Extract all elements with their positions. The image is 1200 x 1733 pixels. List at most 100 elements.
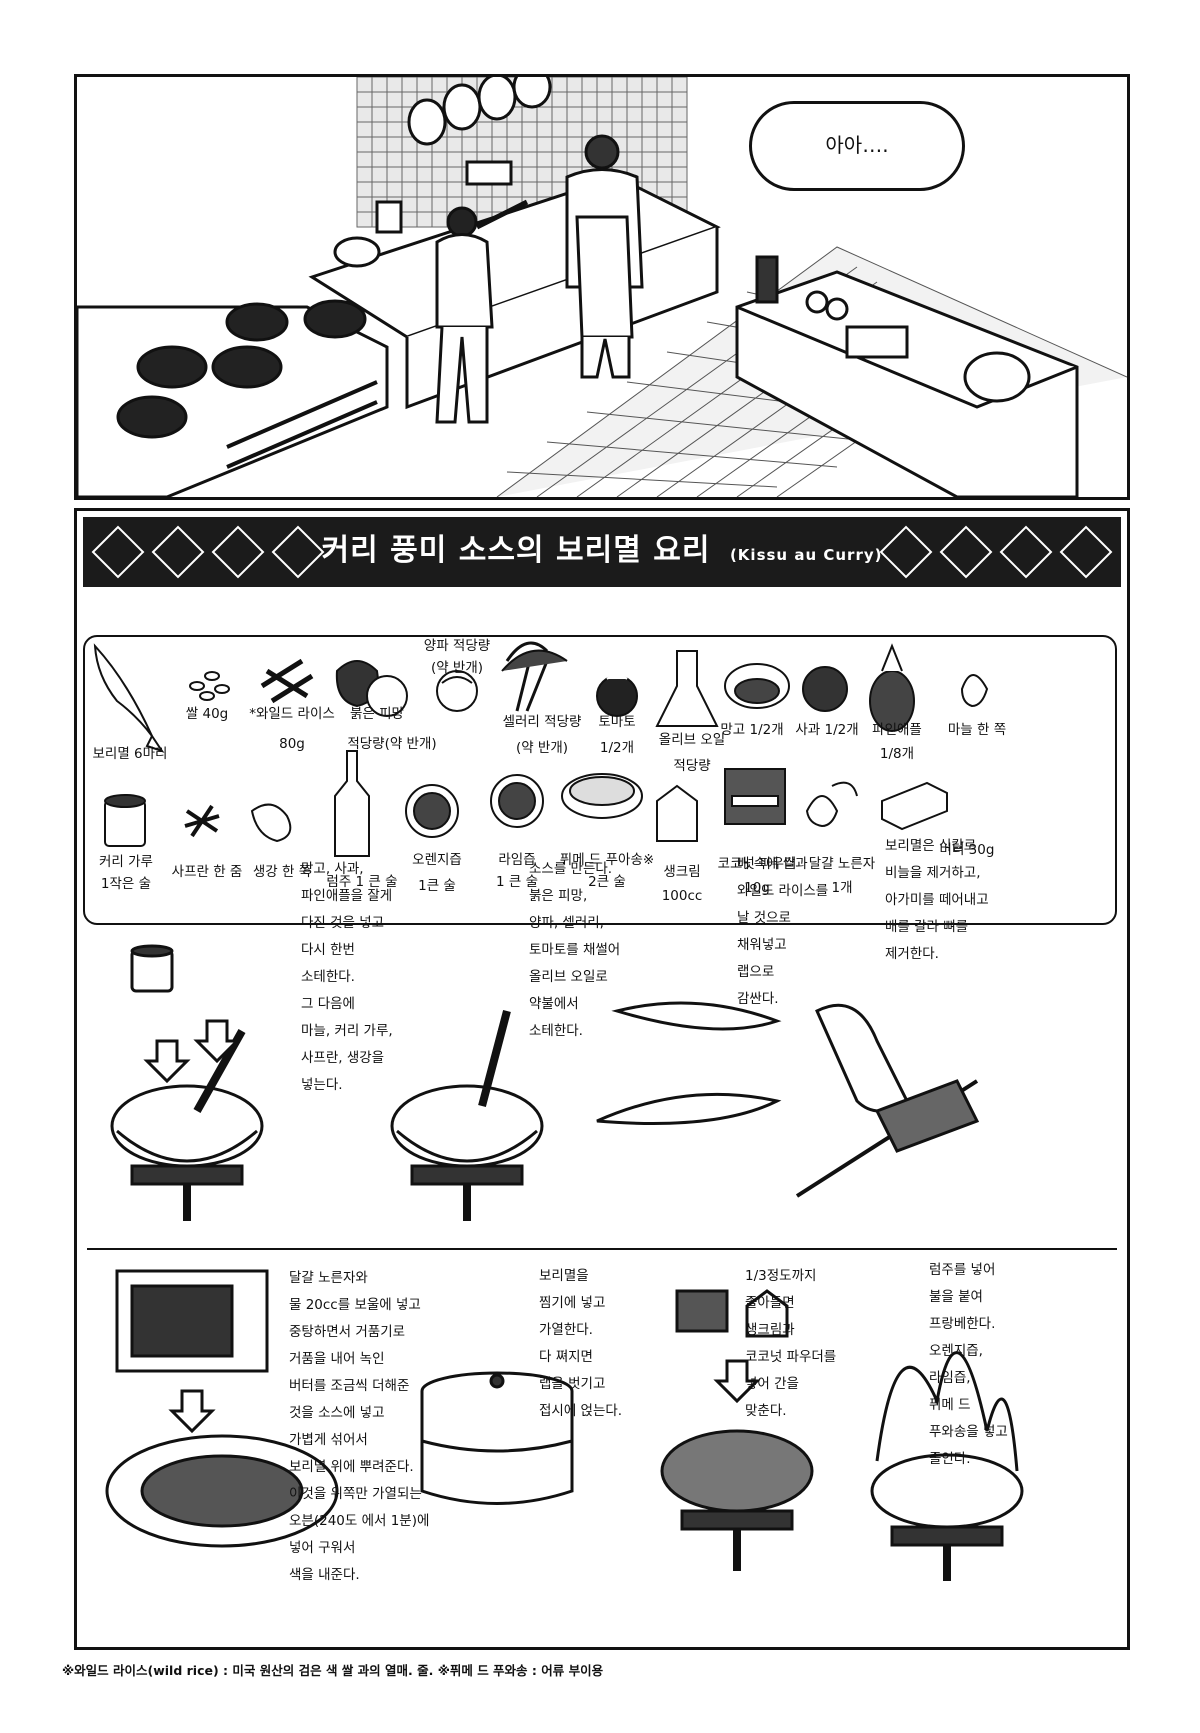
ingredient-amount: (약 반개) — [430, 660, 484, 676]
hanging-pans — [407, 77, 552, 146]
ingredient-label: 생강 한 쪽 — [252, 864, 312, 880]
rice-icon — [189, 671, 230, 701]
frying-pan-icon — [660, 1429, 814, 1571]
ingredient-amount: 10g — [744, 880, 770, 896]
curry-can-small-icon — [130, 944, 174, 993]
down-arrow-icon — [713, 1359, 761, 1404]
side-counter — [735, 255, 1079, 497]
ingredient-label: *와일드 라이스 — [249, 706, 335, 722]
ingredient-amount: 100cc — [661, 888, 703, 904]
ingredient-label: 토마토 — [598, 714, 636, 730]
fish-wrapped-icon — [596, 1001, 782, 1125]
coconut-powder-icon — [724, 768, 786, 825]
recipe-title-text: 커리 풍미 소스의 보리멸 요리 — [321, 533, 711, 568]
ingredients-box — [83, 635, 1117, 925]
cream-carton-icon — [656, 784, 698, 842]
ingredient-label: 달걀 노른자 — [808, 856, 876, 872]
stock-bowl-icon — [561, 773, 643, 819]
pineapple-icon — [869, 643, 915, 732]
kitchen-scene-panel: 아아…. — [74, 74, 1130, 500]
ingredient-amount: 2큰 술 — [588, 874, 626, 890]
chef-in-apron — [565, 134, 644, 379]
ingredient-amount: 적당량 — [673, 758, 711, 774]
ingredient-label: 마늘 한 쪽 — [947, 722, 1007, 738]
ingredient-label: 사프란 한 줌 — [171, 864, 243, 880]
ingredient-label: 붉은 피망 — [350, 706, 404, 722]
speech-text: 아아…. — [825, 133, 889, 157]
ingredient-icons — [93, 641, 989, 857]
ingredient-amount: 적당량(약 반개) — [347, 736, 437, 752]
ingredient-label: 셀러리 적당량 — [502, 714, 582, 730]
cream-carton-small-icon — [745, 1289, 789, 1338]
speech-bubble: 아아…. — [749, 101, 965, 191]
ingredient-amount: 1 큰 술 — [495, 874, 538, 890]
footnote: ※와일드 라이스(wild rice) : 미국 원산의 검은 색 쌀 과의 열… — [62, 1663, 604, 1678]
chef-back-view — [435, 206, 494, 424]
butter-icon — [881, 781, 948, 831]
ingredient-label: 코코넛 파우더 — [717, 856, 797, 872]
microwave-oven-icon — [115, 1269, 269, 1373]
plate-icon — [105, 1434, 339, 1548]
ingredient-label: 망고 1/2개 — [720, 722, 784, 738]
ingredient-label: 퓌메 드 푸아송※ — [559, 852, 655, 868]
ingredient-amount: (약 반개) — [515, 740, 569, 756]
onion-icon — [436, 670, 478, 712]
saffron-icon — [184, 804, 220, 838]
pepper-icon — [335, 660, 408, 717]
lime-icon — [490, 774, 544, 828]
down-arrow-icon — [168, 1389, 216, 1434]
olive-oil-icon — [655, 650, 719, 727]
egg-icon — [805, 781, 858, 828]
ingredient-amount: 1/8개 — [879, 746, 915, 762]
down-arrow-icon — [143, 1039, 191, 1084]
tomato-icon — [596, 669, 638, 717]
curry-can-icon — [104, 794, 146, 847]
rum-bottle-icon — [334, 750, 370, 857]
frying-pan-icon — [110, 1029, 264, 1221]
ingredient-amount: 1/2개 — [599, 740, 635, 756]
recipe-panel: 커리 풍미 소스의 보리멸 요리 (Kissu au Curry) — [74, 508, 1130, 1650]
celery-icon — [501, 641, 568, 712]
recipe-title: 커리 풍미 소스의 보리멸 요리 (Kissu au Curry) — [83, 525, 1121, 569]
ingredient-label: 라임즙 — [498, 852, 536, 868]
ingredient-label: 파인애플 — [872, 722, 922, 738]
coconut-powder-small-icon — [675, 1289, 729, 1333]
ingredient-label: 오렌지즙 — [412, 852, 462, 868]
ingredient-label: 럼주 1 큰 술 — [326, 874, 398, 890]
ingredient-amount: 80g — [279, 736, 305, 752]
ingredient-amount: 1작은 술 — [100, 876, 152, 892]
ingredient-label: 커리 가루 — [99, 854, 153, 870]
ingredient-label: 양파 적당량 — [423, 638, 491, 654]
diamond-pattern — [91, 525, 1113, 579]
hand-knife-icon — [795, 1003, 980, 1198]
ingredient-label: 올리브 오일 — [658, 732, 726, 748]
wild-rice-icon — [260, 658, 314, 704]
cooking-illustrations — [87, 944, 1117, 1581]
ingredient-label: 버터 30g — [939, 842, 995, 858]
garlic-icon — [960, 674, 989, 708]
ingredient-amount: 1큰 술 — [418, 878, 456, 894]
flambe-pan-icon — [870, 1351, 1024, 1581]
ingredient-label: 보리멸 6마리 — [92, 746, 168, 762]
frying-pan-icon — [390, 1009, 544, 1221]
orange-icon — [405, 784, 459, 838]
apple-icon — [802, 666, 848, 712]
stove — [77, 299, 389, 497]
ginger-icon — [250, 803, 292, 843]
recipe-subtitle: (Kissu au Curry) — [729, 546, 883, 564]
ingredient-label: 사과 1/2개 — [795, 722, 859, 738]
down-arrow-icon — [193, 1019, 241, 1064]
ingredient-label: 쌀 40g — [185, 706, 229, 722]
fish-icon — [93, 643, 165, 753]
kitchen-illustration — [77, 77, 1127, 497]
mango-icon — [724, 663, 790, 709]
ingredient-label: 생크림 — [663, 864, 701, 880]
